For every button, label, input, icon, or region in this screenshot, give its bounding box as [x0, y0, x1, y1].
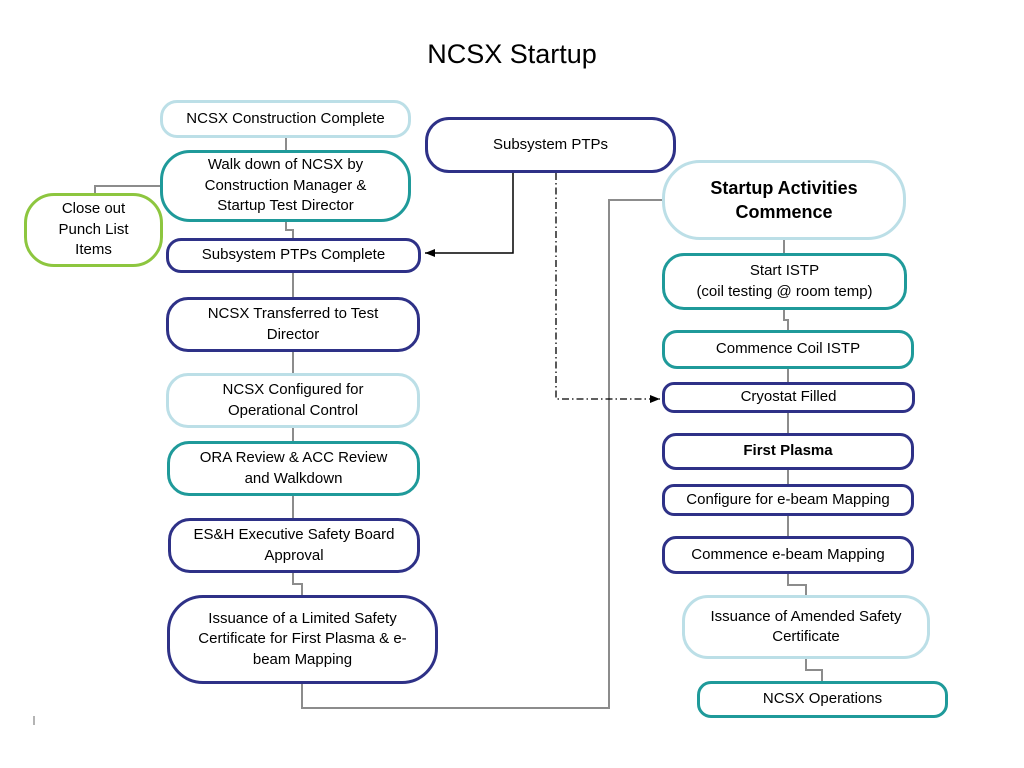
node-label-line: Close out: [61, 200, 126, 218]
node-label-line: Construction Manager &: [204, 176, 367, 194]
node-label-line: Commence: [735, 202, 833, 222]
node-label-line: Items: [75, 241, 112, 259]
commence-coil-istp-node: Commence Coil ISTP: [662, 330, 914, 369]
connector-esh-to-limited-certificate: [292, 573, 303, 595]
node-label-line: Punch List: [58, 220, 129, 238]
subsystem-ptps-node: Subsystem PTPs: [425, 117, 676, 173]
startup-activities-commence-node: Startup Activities Commence: [662, 160, 906, 240]
node-label-line: Subsystem PTPs Complete: [201, 246, 386, 264]
page-title: NCSX Startup: [427, 39, 597, 69]
node-label-line: NCSX Configured for: [222, 381, 364, 398]
node-label-line: NCSX Transferred to Test: [207, 305, 379, 322]
node-label-line: Issuance of Amended Safety: [710, 607, 902, 625]
node-label-line: Startup Test Director: [217, 197, 354, 215]
cryostat-filled-node: Cryostat Filled: [662, 382, 915, 413]
node-label-line: Certificate for First Plasma & e-: [198, 630, 407, 648]
node-label-line: Approval: [264, 546, 324, 564]
connector-walkdown-to-close-out: [94, 185, 160, 193]
connector-limited-certificate-to-startup: [301, 199, 662, 709]
node-label-line: ES&H Executive Safety Board: [193, 526, 395, 543]
node-label-line: Issuance of a Limited Safety: [208, 609, 397, 627]
node-label-line: Operational Control: [227, 401, 359, 419]
node-label-line: Commence Coil ISTP: [715, 340, 861, 358]
node-label-line: (coil testing @ room temp): [696, 282, 873, 300]
node-label-line: Cryostat Filled: [740, 388, 837, 406]
node-label-line: beam Mapping: [252, 650, 353, 668]
node-label-line: Startup Activities: [710, 178, 858, 198]
arrow-ptps-to-cryostat: [555, 173, 660, 403]
limited-safety-certificate-node: Issuance of a Limited Safety Certificate…: [167, 595, 438, 684]
node-label-line: Subsystem PTPs: [492, 135, 609, 153]
arrow-ptps-to-ptps-complete: [425, 173, 514, 257]
node-label-line: Walk down of NCSX by: [207, 156, 364, 174]
ora-acc-review-node: ORA Review & ACC Review and Walkdown: [167, 441, 420, 496]
node-label-line: Certificate: [772, 628, 840, 645]
transferred-to-test-director-node: NCSX Transferred to Test Director: [166, 297, 420, 352]
node-label-line: NCSX Operations: [762, 690, 883, 708]
start-istp-node: Start ISTP (coil testing @ room temp): [662, 253, 907, 310]
node-label-line: Director: [266, 325, 320, 343]
construction-complete-node: NCSX Construction Complete: [160, 100, 411, 138]
esh-safety-board-approval-node: ES&H Executive Safety Board Approval: [168, 518, 420, 573]
configure-ebeam-mapping-node: Configure for e-beam Mapping: [662, 484, 914, 516]
subsystem-ptps-complete-node: Subsystem PTPs Complete: [166, 238, 421, 273]
first-plasma-node: First Plasma: [662, 433, 914, 470]
ncsx-operations-node: NCSX Operations: [697, 681, 948, 718]
node-label-line: ORA Review & ACC Review: [199, 449, 388, 466]
connector-walkdown-to-ptps-complete: [285, 222, 294, 238]
connector-commence-ebeam-to-amended: [787, 574, 807, 595]
node-label-line: Start ISTP: [749, 262, 820, 279]
node-label-line: NCSX Construction Complete: [186, 109, 385, 127]
configured-operational-control-node: NCSX Configured for Operational Control: [166, 373, 420, 428]
connector-start-istp-to-commence-coil: [783, 310, 789, 330]
node-label-line: First Plasma: [743, 442, 833, 460]
close-out-punch-list-node: Close out Punch List Items: [24, 193, 163, 267]
node-label-line: Commence e-beam Mapping: [691, 545, 885, 563]
node-label-line: and Walkdown: [244, 469, 343, 487]
commence-ebeam-mapping-node: Commence e-beam Mapping: [662, 536, 914, 574]
amended-safety-certificate-node: Issuance of Amended Safety Certificate: [682, 595, 930, 659]
connector-amended-to-operations: [805, 659, 823, 681]
node-label-line: Configure for e-beam Mapping: [686, 490, 890, 508]
walkdown-node: Walk down of NCSX by Construction Manage…: [160, 150, 411, 222]
